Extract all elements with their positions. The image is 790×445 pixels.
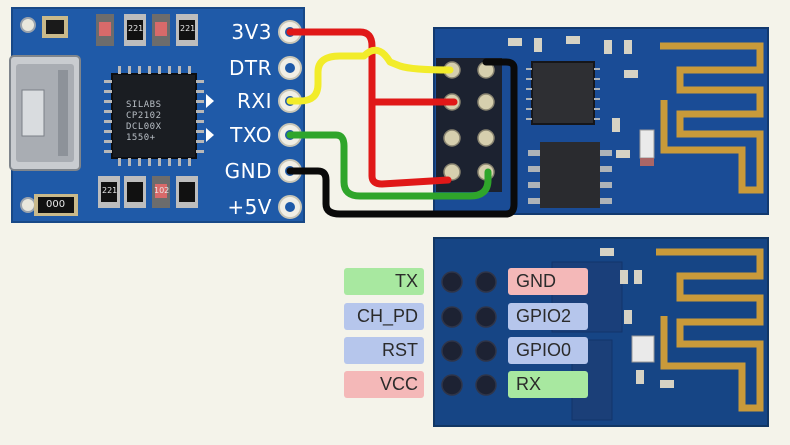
wires: [286, 28, 518, 218]
pinout-tag-gnd: GND: [508, 268, 588, 295]
micro-usb-connector: [9, 55, 81, 171]
pinout-tag-rst: RST: [344, 337, 424, 364]
pin-label-3v3: 3V3: [231, 20, 272, 44]
chip-marking-4: 1550+: [126, 133, 156, 143]
chip-marking-2: CP2102: [126, 111, 162, 121]
pin-label-txo: TXO: [230, 123, 272, 147]
pin-label-dtr: DTR: [228, 56, 272, 80]
resistor-code-3: 221: [102, 186, 118, 195]
pinout-tag-ch-pd: CH_PD: [344, 303, 424, 330]
pin-label-rxi: RXI: [237, 89, 272, 113]
wire-yellow-rx: [286, 46, 454, 105]
esp01-module-bottom: [433, 237, 769, 427]
chip-marking-1: SILABS: [126, 100, 162, 110]
pinout-tag-gpio0: GPIO0: [508, 337, 588, 364]
chip-marking-3: DCL00X: [126, 122, 162, 132]
resistor-code-4: 102: [154, 186, 170, 195]
wire-green-tx: [286, 131, 492, 200]
pin-label-gnd: GND: [224, 159, 272, 183]
cp2102-chip: [104, 66, 204, 166]
resistor-000: 000: [46, 199, 66, 210]
pinout-tag-tx: TX: [344, 268, 424, 295]
pin-label-5v: +5V: [227, 195, 272, 219]
wire-red-3v3: [286, 28, 452, 188]
resistor-code-1: 221: [128, 24, 144, 33]
wire-black-gnd: [286, 58, 518, 218]
pinout-tag-rx: RX: [508, 371, 588, 398]
usb-serial-board: [9, 7, 305, 223]
usb-board-pin-header: [278, 20, 302, 219]
pinout-tag-vcc: VCC: [344, 371, 424, 398]
pinout-tag-gpio2: GPIO2: [508, 303, 588, 330]
resistor-code-2: 221: [180, 24, 196, 33]
